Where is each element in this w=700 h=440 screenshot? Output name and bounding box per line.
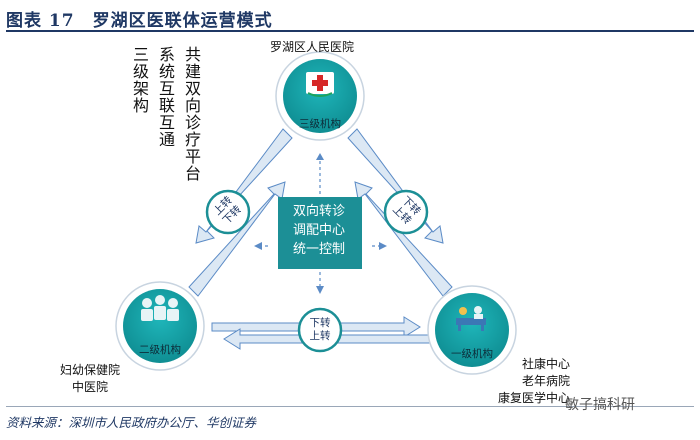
caption-line: 康复医学中心 — [497, 391, 570, 405]
top-node-caption: 罗湖区人民医院 — [270, 40, 355, 54]
caption-line: 妇幼保健院 — [60, 363, 121, 377]
right-node — [427, 285, 517, 375]
figure-title: 图表 17 罗湖区医联体运营模式 — [6, 11, 273, 31]
left-node-caption: 妇幼保健院 中医院 — [60, 362, 120, 396]
caption-line: 老年病院 — [521, 374, 570, 388]
hub-line: 调配中心 — [292, 223, 345, 238]
top-node-label: 三级机构 — [299, 118, 341, 130]
side-column-tier: 三级架构 — [130, 46, 149, 114]
watermark: 敏子搞科研 — [565, 397, 635, 413]
doctors-icon — [141, 295, 179, 321]
right-node-label: 一级机构 — [451, 348, 493, 360]
title-rule — [6, 30, 694, 32]
caption-line: 社康中心 — [521, 357, 570, 371]
hub-line: 双向转诊 — [292, 204, 345, 219]
bubble-line: 下转 — [309, 317, 331, 329]
top-node — [275, 51, 365, 141]
caption-line: 中医院 — [72, 380, 109, 394]
source-footer: 资料来源：深圳市人民政府办公厅、华创证券 — [6, 415, 257, 430]
bubble-line: 上转 — [309, 330, 331, 342]
bubble-left — [205, 189, 251, 235]
bubble-bottom — [297, 307, 343, 353]
left-node-label: 二级机构 — [139, 344, 181, 356]
arrow-up-right — [188, 181, 286, 297]
side-column-platform: 共建双向诊疗平台 — [182, 46, 201, 182]
bubble-bottom-text: 下转 上转 — [305, 317, 335, 343]
hub-line: 统一控制 — [292, 242, 345, 257]
side-column-interconnect: 系统互联互通 — [156, 46, 175, 148]
arrow-up-left — [354, 181, 453, 297]
bubble-right — [383, 189, 429, 235]
clinic-icon — [456, 306, 486, 331]
right-node-caption: 社康中心 老年病院 康复医学中心 — [486, 356, 570, 407]
hub-label: 双向转诊 调配中心 统一控制 — [280, 202, 358, 259]
left-node — [115, 281, 205, 371]
hub-connectors — [254, 153, 387, 294]
title-bar: 图表 17 罗湖区医联体运营模式 — [0, 0, 700, 32]
hub-box — [278, 197, 362, 269]
footer-rule — [6, 406, 694, 407]
